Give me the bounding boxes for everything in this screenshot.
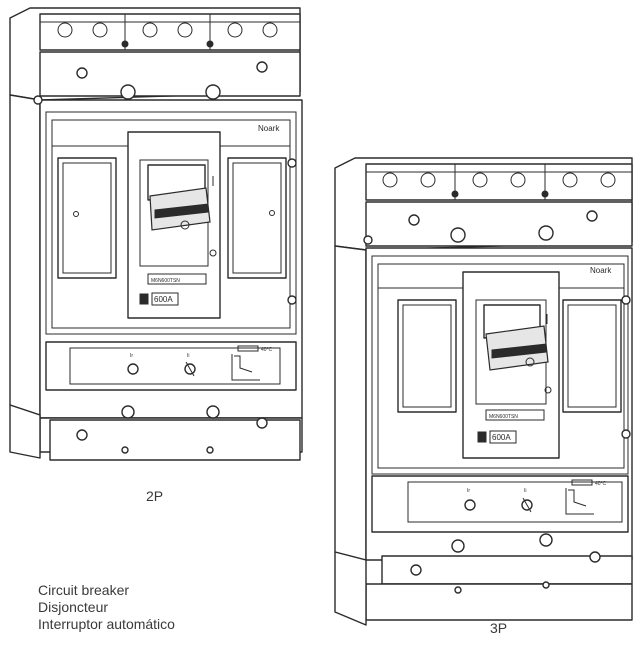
- pole-label-2p: 2P: [146, 488, 164, 504]
- temp-label-3p: 40°C: [595, 481, 607, 487]
- ii-label-2p: Ii: [187, 353, 190, 359]
- brand-logo-3p: Noark: [590, 266, 612, 275]
- ir-label-2p: Ir: [130, 353, 133, 359]
- breaker-body: [9, 94, 303, 461]
- caption-french: Disjoncteur: [38, 599, 109, 615]
- breaker-2p: Noark M6N600TSN 600A 40°C Ir Ii: [9, 7, 303, 461]
- rating-label-2p: 600A: [154, 295, 173, 304]
- temp-label-2p: 40°C: [261, 347, 273, 353]
- top-terminal-block: [9, 7, 301, 101]
- ir-label-3p: Ir: [467, 488, 470, 494]
- rating-label-3p: 600A: [492, 433, 511, 442]
- breaker-body: [334, 235, 633, 626]
- model-label-3p: M6N600TSN: [489, 414, 518, 420]
- breaker-3p: Noark M6N600TSN 600A 40°C Ir Ii: [334, 157, 633, 626]
- pole-label-3p: 3P: [490, 620, 508, 636]
- caption-english: Circuit breaker: [38, 582, 130, 598]
- top-terminal-block: [334, 157, 633, 251]
- ii-label-3p: Ii: [524, 488, 527, 494]
- product-caption: Circuit breaker Disjoncteur Interruptor …: [38, 582, 175, 633]
- brand-logo-2p: Noark: [258, 124, 280, 133]
- caption-spanish: Interruptor automático: [38, 616, 175, 632]
- model-label-2p: M6N600TSN: [151, 278, 180, 284]
